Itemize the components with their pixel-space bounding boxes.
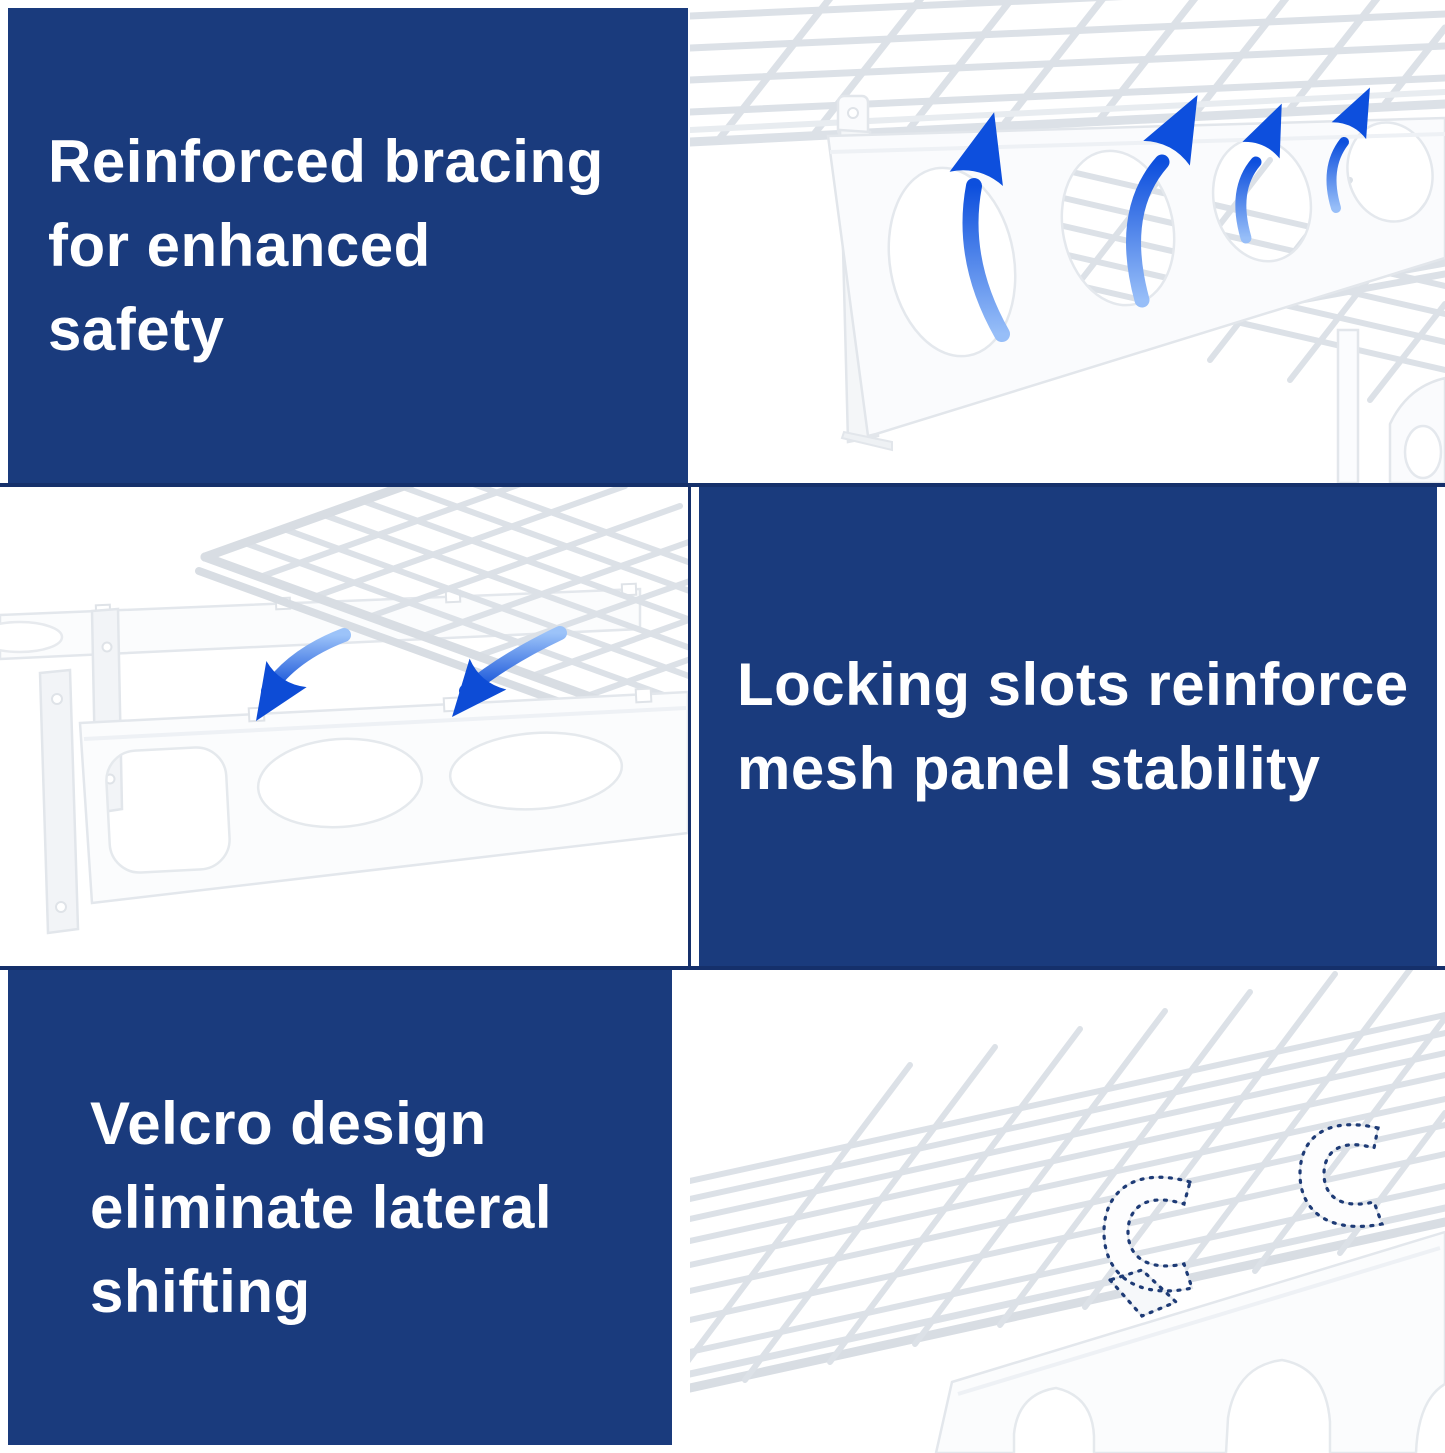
up-arrow-icon [1126,94,1198,308]
bracket-arrows-illustration [690,0,1445,483]
dotted-outline [1102,1175,1195,1293]
separator-line [0,483,1445,487]
photo-velcro-straps [690,970,1445,1453]
up-arrow-icon [1235,103,1282,244]
caption-line: eliminate lateral [90,1173,553,1241]
dotted-outline [1298,1123,1385,1229]
caption-line: safety [48,295,225,363]
photo-locking-slots [0,487,691,966]
caption-panel-velcro-design: Velcro design eliminate lateral shifting [8,970,672,1445]
caption-line: for enhanced [48,211,431,279]
down-arrow-icon [256,628,351,721]
locking-slots-illustration [0,487,688,935]
caption-line: Locking slots reinforce [737,650,1409,718]
shelf-post [1336,328,1445,483]
separator-line [0,966,1445,970]
bracket-plate [934,1230,1445,1453]
up-arrow-icon [949,112,1010,342]
caption-line: mesh panel stability [737,734,1321,802]
caption-line: Reinforced bracing [48,127,604,195]
velcro-strap [1298,1123,1385,1229]
front-rail [38,668,688,935]
up-arrow-icon [1326,87,1370,213]
down-arrow-icon [452,626,567,717]
photo-reinforced-bracket [690,0,1445,483]
caption-panel-reinforced-bracing: Reinforced bracing for enhanced safety [8,8,688,483]
caption-line: Velcro design [90,1089,487,1157]
caption-line: shifting [90,1257,311,1325]
velcro-strap [1102,1175,1195,1318]
dotted-outline [1107,1268,1179,1318]
caption-panel-locking-slots: Locking slots reinforce mesh panel stabi… [699,487,1437,966]
wire-mesh-top [690,0,1445,147]
velcro-straps-illustration [690,970,1445,1453]
